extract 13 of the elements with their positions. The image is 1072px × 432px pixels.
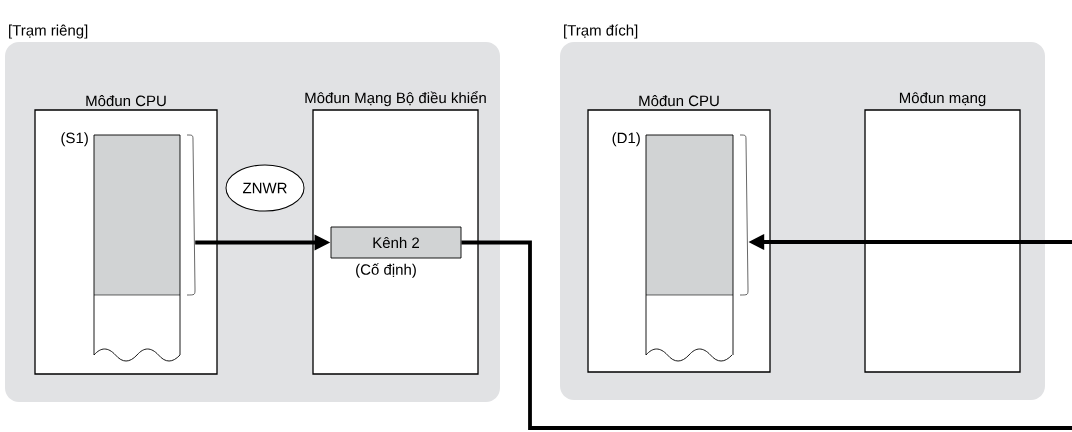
node-label: [Trạm riêng] <box>9 24 88 39</box>
channel-box: Kênh 2 <box>330 226 462 259</box>
memory-block <box>93 134 196 362</box>
module-box: Môđun mạng <box>864 92 1021 373</box>
node-label: Môđun mạng <box>899 92 986 107</box>
beside-label: (D1) <box>612 132 640 147</box>
node-label: Môđun Mạng Bộ điều khiển <box>305 90 486 107</box>
node-label: [Trạm đích] <box>564 24 638 39</box>
node-label: Môđun CPU <box>639 95 719 107</box>
memory-block <box>645 134 749 362</box>
beside-label: (Cố định) <box>356 263 416 278</box>
node-label: Môđun CPU <box>86 95 166 107</box>
beside-label: (S1) <box>61 132 88 147</box>
